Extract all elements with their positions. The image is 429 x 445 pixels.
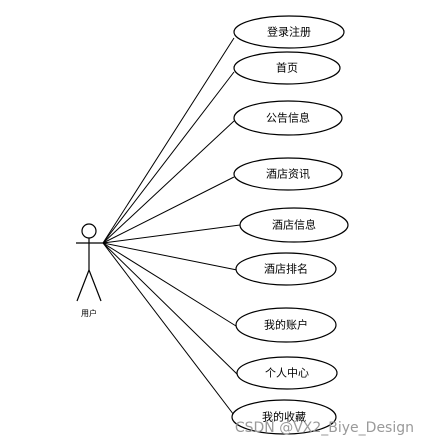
use-case-hotel-info: 酒店信息 bbox=[239, 207, 349, 243]
use-case-label: 我的收藏 bbox=[262, 410, 306, 424]
association-line bbox=[102, 176, 235, 244]
use-case-label: 登录注册 bbox=[267, 25, 311, 39]
use-case-home: 首页 bbox=[233, 51, 341, 85]
use-case-label: 个人中心 bbox=[265, 367, 309, 380]
association-line bbox=[102, 224, 241, 244]
association-lines bbox=[102, 37, 241, 420]
actor-name: 用户 bbox=[81, 308, 97, 318]
use-case-label: 酒店信息 bbox=[272, 218, 316, 232]
use-case-label: 首页 bbox=[276, 61, 298, 75]
actor-user: 用户 bbox=[76, 223, 103, 318]
association-line bbox=[102, 120, 235, 244]
use-case-personal-center: 个人中心 bbox=[236, 356, 338, 390]
use-case-announcements: 公告信息 bbox=[233, 100, 343, 136]
association-line bbox=[102, 242, 237, 327]
association-line bbox=[102, 71, 235, 244]
use-case-my-favorites: 我的收藏 bbox=[231, 399, 337, 435]
use-case-hotel-news: 酒店资讯 bbox=[233, 157, 343, 191]
use-case-my-account: 我的账户 bbox=[235, 307, 337, 343]
use-case-login-register: 登录注册 bbox=[233, 15, 345, 49]
use-case-label: 公告信息 bbox=[266, 111, 310, 125]
association-line bbox=[102, 242, 238, 420]
use-case-label: 酒店排名 bbox=[264, 262, 308, 276]
csdn-watermark: CSDN @VX2_Biye_Design bbox=[235, 420, 414, 436]
actor-head bbox=[81, 223, 97, 239]
use-case-hotel-ranking: 酒店排名 bbox=[235, 252, 337, 286]
association-line bbox=[102, 242, 238, 271]
use-case-label: 酒店资讯 bbox=[266, 167, 310, 181]
association-line bbox=[102, 242, 239, 376]
use-case-label: 我的账户 bbox=[264, 318, 308, 332]
association-line bbox=[102, 37, 235, 244]
actor-left-leg bbox=[76, 269, 90, 302]
actor-right-leg bbox=[88, 269, 102, 302]
